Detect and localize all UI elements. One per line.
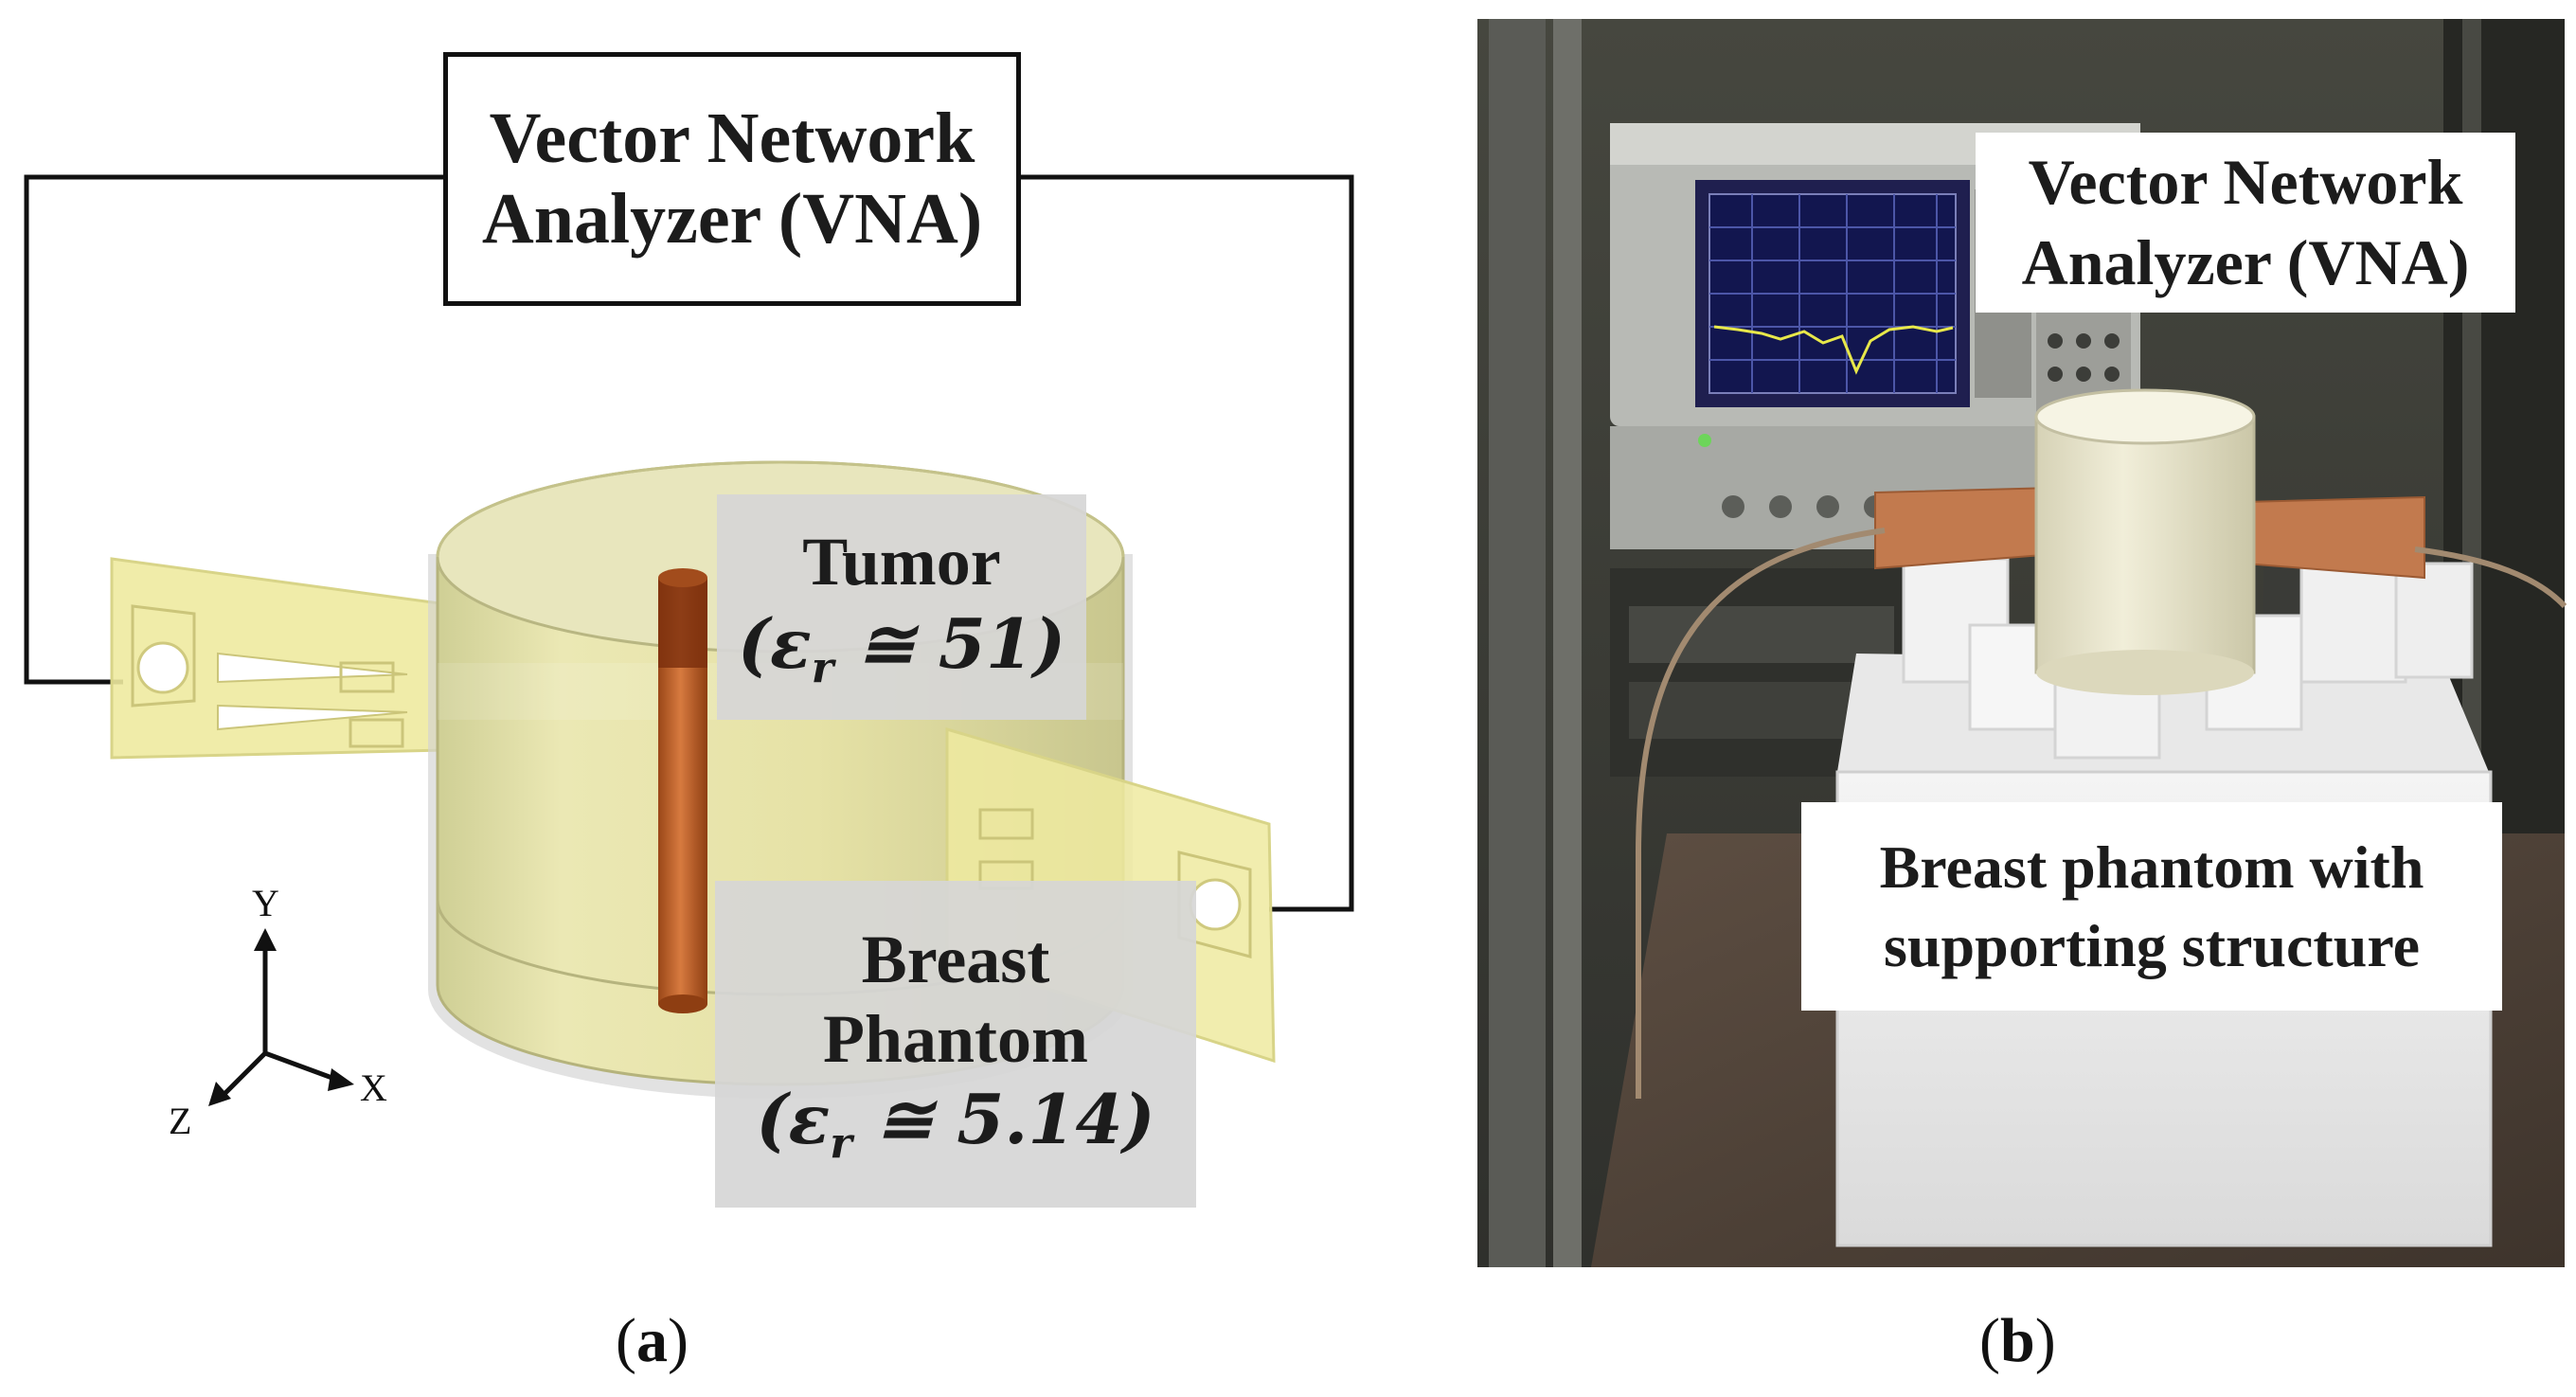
axis-z-label: Z (169, 1100, 192, 1142)
photo-vna-line2: Analyzer (VNA) (2021, 226, 2470, 298)
left-antenna-strip (110, 557, 532, 760)
photo-phantom-line1: Breast phantom with (1879, 833, 2424, 901)
right-cable-photo (2414, 546, 2567, 609)
tumor-permittivity: (εr ≅ 51) (717, 603, 1086, 693)
photo-phantom-line2: supporting structure (1884, 912, 2420, 979)
vna-label-line2: Analyzer (VNA) (481, 179, 983, 259)
photo-vna-label: Vector Network Analyzer (VNA) (1976, 133, 2515, 313)
tumor-rod (658, 568, 707, 1013)
phantom-label-line1: Breast (861, 921, 1050, 997)
tumor-eps-subscript: r (811, 642, 834, 693)
breast-phantom-photo (2034, 388, 2256, 695)
coordinate-axes (208, 928, 354, 1106)
left-cable-wire (24, 174, 443, 685)
tumor-label-name: Tumor (802, 524, 1001, 600)
axis-y-label: Y (252, 882, 279, 924)
phantom-label-box: Breast Phantom (εr ≅ 5.14) (715, 881, 1196, 1208)
phantom-label-line2: Phantom (822, 1001, 1089, 1078)
caption-a-letter: a (635, 1306, 668, 1375)
photo-phantom-label: Breast phantom with supporting structure (1801, 802, 2502, 1011)
axis-x-label: X (360, 1066, 387, 1109)
vna-label-box: Vector Network Analyzer (VNA) (443, 52, 1021, 306)
photo-vna-line1: Vector Network (2028, 146, 2463, 218)
panel-b-photo (1477, 19, 2567, 1267)
tumor-label-box: Tumor (εr ≅ 51) (717, 494, 1086, 720)
caption-a: (a) (616, 1306, 689, 1375)
tumor-eps-value: ≅ 51) (833, 602, 1066, 684)
left-cable-photo (1636, 528, 1886, 1099)
right-cable-wire (1021, 174, 1354, 912)
caption-b-letter: b (1999, 1306, 2035, 1375)
phantom-eps-subscript: r (830, 1118, 852, 1169)
phantom-permittivity: (εr ≅ 5.14) (715, 1079, 1196, 1169)
phantom-eps-symbol: (ε (756, 1079, 831, 1160)
vna-label-line1: Vector Network (489, 98, 975, 178)
phantom-eps-value: ≅ 5.14) (851, 1079, 1155, 1160)
left-antenna-photo (1874, 486, 2056, 570)
caption-b: (b) (1979, 1306, 2056, 1375)
tumor-eps-symbol: (ε (737, 602, 812, 684)
right-antenna-photo (2244, 495, 2425, 580)
